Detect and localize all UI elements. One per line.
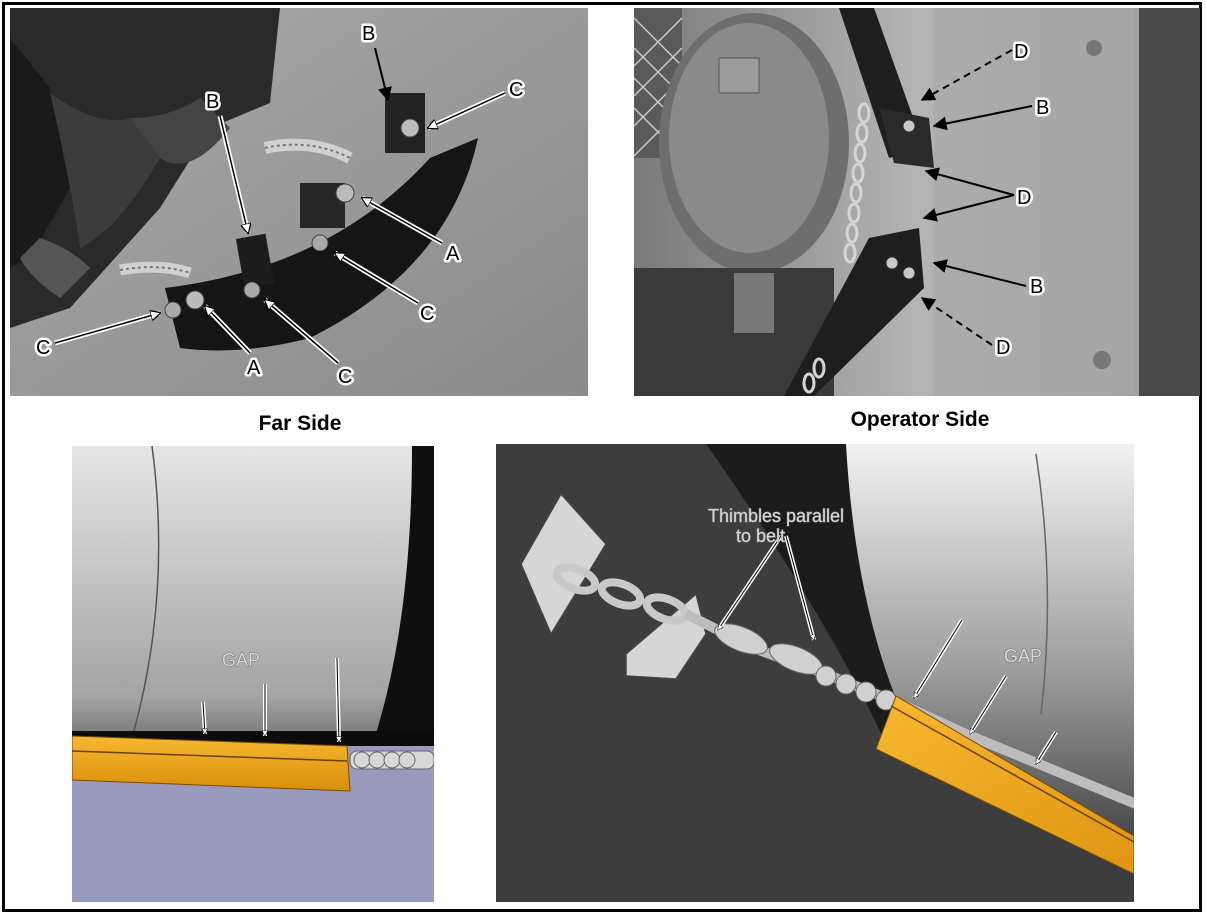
far-side-photo: B B B B C C A A C C [10,8,588,396]
svg-text:B: B [362,23,375,45]
svg-text:D: D [1017,187,1031,209]
svg-text:A: A [247,357,261,379]
thimbles-label-line2: to belt [736,526,785,546]
svg-text:C: C [509,79,523,101]
svg-text:C: C [338,366,352,388]
svg-text:D: D [996,337,1010,359]
callout-B-top: B B [360,21,392,102]
far-side-render: GAP [72,446,434,902]
svg-text:D: D [1014,41,1028,63]
thimbles-callout: Thimbles parallel to belt [708,506,845,640]
svg-text:A: A [446,243,460,265]
callout-B-left: B B [204,89,248,233]
gap-label: GAP [222,650,260,670]
svg-text:C: C [509,79,523,101]
svg-text:D: D [1017,187,1031,209]
callout-D-top: D D [920,39,1031,101]
svg-text:B: B [1036,97,1049,119]
operator-side-render: Thimbles parallel to belt GAP [496,444,1134,902]
callout-A-bottom: A A [203,306,264,382]
svg-text:C: C [338,366,352,388]
callout-B-bottom: B B [932,259,1046,301]
svg-text:D: D [1014,41,1028,63]
svg-text:B: B [362,23,375,45]
gap-arrows [201,657,339,742]
svg-text:B: B [1036,97,1049,119]
callout-C-left: C C [34,313,160,362]
svg-text:C: C [36,337,50,359]
operator-side-photo: D D B B D D B B D D [634,8,1200,396]
svg-text:B: B [206,91,219,113]
callout-C-top-right: C C [428,77,526,131]
thimbles-label-line1: Thimbles parallel [708,506,844,526]
far-side-caption: Far Side [258,412,342,435]
callout-D-bottom: D D [920,297,1013,362]
callout-C-bottom: C C [265,298,355,391]
operator-side-caption: Operator Side [850,408,990,431]
callout-A-right: A A [362,195,463,268]
svg-text:C: C [36,337,50,359]
svg-text:C: C [420,303,434,325]
svg-text:B: B [206,91,219,113]
svg-text:D: D [996,337,1010,359]
gap-arrows [912,618,1058,764]
svg-text:A: A [446,243,460,265]
svg-text:B: B [1030,276,1043,298]
callout-C-mid-right: C C [335,250,437,328]
callout-B-top: B B [932,95,1052,131]
gap-label: GAP [1004,646,1042,666]
callout-D-middle: D D [922,167,1034,222]
svg-text:C: C [420,303,434,325]
svg-text:B: B [1030,276,1043,298]
svg-text:A: A [247,357,261,379]
